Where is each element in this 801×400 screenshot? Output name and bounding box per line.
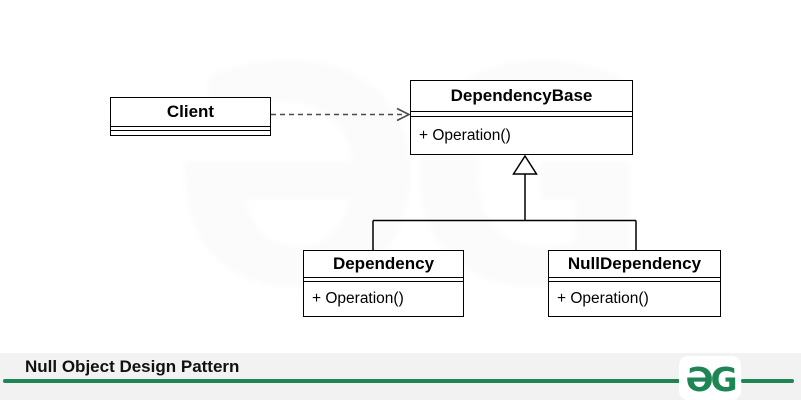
class-attributes-client [111, 127, 270, 131]
class-box-dependency: Dependency + Operation() [303, 250, 464, 317]
geeksforgeeks-logo-icon: ƏG [685, 360, 737, 399]
class-name-nulldependency: NullDependency [549, 251, 720, 278]
class-method-dependency: + Operation() [312, 290, 404, 307]
dependency-open-arrowhead-icon [396, 107, 411, 122]
inheritance-hollow-triangle-icon [512, 154, 538, 175]
class-attributes-dependency [304, 278, 463, 282]
class-box-client: Client [110, 97, 271, 136]
class-name-dependencybase: DependencyBase [411, 81, 632, 112]
class-box-nulldependency: NullDependency + Operation() [548, 250, 721, 317]
class-attributes-dependencybase [411, 112, 632, 117]
class-name-dependency: Dependency [304, 251, 463, 278]
diagram-caption: Null Object Design Pattern [25, 357, 240, 376]
footer-band: Null Object Design Pattern ƏG [0, 353, 801, 400]
footer-rule-right [741, 379, 794, 383]
class-attributes-nulldependency [549, 278, 720, 282]
footer-rule-left [3, 379, 680, 383]
class-box-dependencybase: DependencyBase + Operation() [410, 80, 633, 155]
class-methods-client [111, 131, 270, 135]
geeksforgeeks-logo-patch: ƏG [679, 356, 741, 400]
class-method-nulldependency: + Operation() [557, 290, 649, 307]
class-name-client: Client [111, 98, 270, 127]
class-method-dependencybase: + Operation() [419, 126, 511, 144]
